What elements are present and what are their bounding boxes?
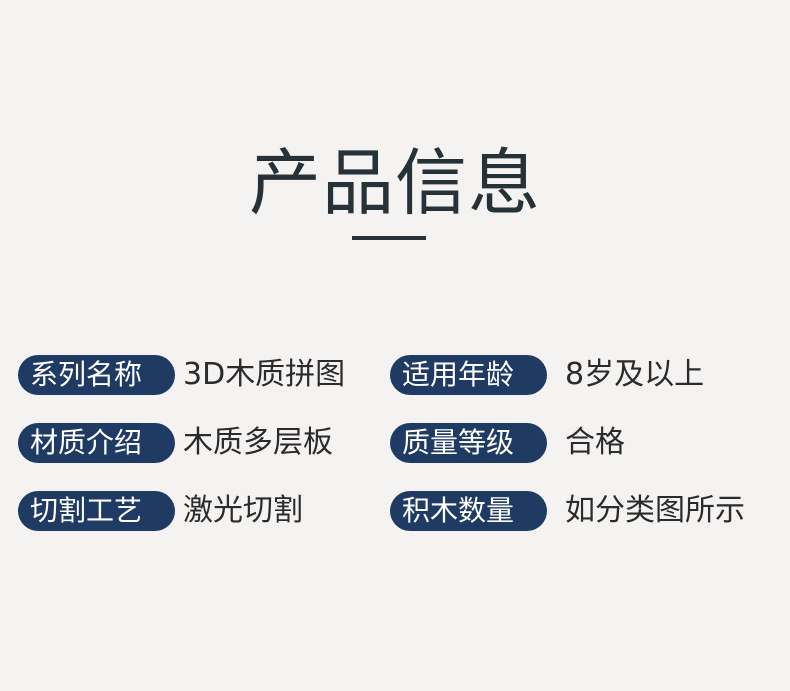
spec-item-material: 材质介绍 木质多层板 <box>18 422 333 464</box>
spec-value: 如分类图所示 <box>565 493 745 528</box>
spec-value: 激光切割 <box>183 493 303 528</box>
spec-label: 质量等级 <box>390 423 547 463</box>
page-title: 产品信息 <box>248 141 541 225</box>
spec-value: 合格 <box>565 425 625 460</box>
spec-label: 积木数量 <box>390 491 547 531</box>
spec-item-quality: 质量等级 合格 <box>390 422 625 464</box>
spec-item-series-name: 系列名称 3D木质拼图 <box>18 354 345 396</box>
spec-label: 切割工艺 <box>18 491 175 531</box>
spec-item-pieces: 积木数量 如分类图所示 <box>390 490 745 532</box>
spec-value: 8岁及以上 <box>565 357 705 392</box>
spec-label: 材质介绍 <box>18 423 175 463</box>
spec-label: 系列名称 <box>18 355 175 395</box>
spec-item-cutting: 切割工艺 激光切割 <box>18 490 303 532</box>
spec-label: 适用年龄 <box>390 355 547 395</box>
spec-value: 木质多层板 <box>183 425 333 460</box>
title-underline <box>352 236 426 240</box>
spec-value: 3D木质拼图 <box>183 357 346 392</box>
spec-item-age: 适用年龄 8岁及以上 <box>390 354 704 396</box>
